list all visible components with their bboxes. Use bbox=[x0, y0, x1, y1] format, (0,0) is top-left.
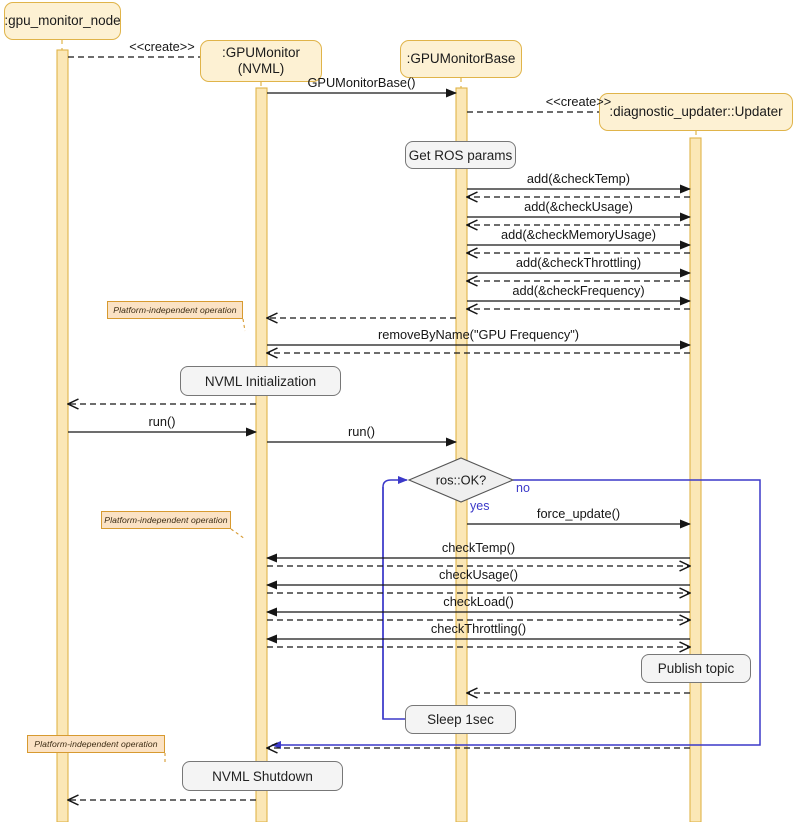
participant-label-base: :GPUMonitorBase bbox=[406, 50, 516, 66]
lifeline-group bbox=[61, 40, 697, 822]
process-box-label-p2: NVML Initialization bbox=[204, 373, 317, 389]
message-label-m12: add(&checkFrequency) bbox=[512, 283, 645, 298]
message-label-m1: <<create>> bbox=[129, 39, 195, 54]
participant-label-updater: :diagnostic_updater::Updater bbox=[609, 103, 783, 119]
activation-bar-nvml bbox=[255, 87, 268, 822]
decision-branch-no: no bbox=[516, 481, 530, 495]
note-anchor-group bbox=[164, 318, 246, 762]
decision-diamond-group bbox=[407, 457, 515, 503]
decision-branch-yes: yes bbox=[470, 499, 490, 513]
message-label-m4: add(&checkTemp) bbox=[526, 171, 631, 186]
process-box-label-p1: Get ROS params bbox=[408, 147, 513, 163]
decision-label: ros::OK? bbox=[435, 472, 487, 488]
activation-bar-base bbox=[455, 87, 468, 822]
process-box-label-p5: NVML Shutdown bbox=[212, 768, 313, 784]
process-box-p3[interactable]: Publish topic bbox=[641, 654, 751, 683]
participant-updater[interactable]: :diagnostic_updater::Updater bbox=[599, 93, 793, 131]
activation-bar-node bbox=[56, 49, 69, 822]
message-label-m6: add(&checkUsage) bbox=[524, 199, 633, 214]
message-label-m25: checkLoad() bbox=[443, 594, 514, 609]
process-box-p1[interactable]: Get ROS params bbox=[405, 141, 516, 169]
participant-nvml[interactable]: :GPUMonitor (NVML) bbox=[200, 40, 322, 82]
message-label-m18: run() bbox=[148, 414, 176, 429]
note-label-n2: Platform-independent operation bbox=[104, 515, 228, 525]
message-label-m15: removeByName("GPU Frequency") bbox=[377, 327, 580, 342]
process-box-p5[interactable]: NVML Shutdown bbox=[182, 761, 343, 791]
message-label-m19: run() bbox=[347, 424, 376, 439]
note-n1: Platform-independent operation bbox=[107, 301, 243, 319]
participant-label-node: :gpu_monitor_node bbox=[4, 12, 121, 28]
participant-node[interactable]: :gpu_monitor_node bbox=[4, 2, 121, 40]
note-n3: Platform-independent operation bbox=[27, 735, 165, 753]
decision-diamond[interactable] bbox=[407, 457, 515, 503]
message-label-m10: add(&checkThrottling) bbox=[515, 255, 642, 270]
message-label-m8: add(&checkMemoryUsage) bbox=[500, 227, 657, 242]
message-label-m3: <<create>> bbox=[545, 94, 612, 109]
message-label-m2: GPUMonitorBase() bbox=[307, 75, 416, 90]
note-label-n1: Platform-independent operation bbox=[113, 305, 237, 315]
process-box-p4[interactable]: Sleep 1sec bbox=[405, 705, 516, 734]
note-anchor-n2 bbox=[230, 528, 246, 540]
activation-bar-group bbox=[56, 49, 702, 822]
note-label-n3: Platform-independent operation bbox=[34, 739, 158, 749]
note-n2: Platform-independent operation bbox=[101, 511, 231, 529]
loop-flow-group bbox=[271, 476, 761, 749]
note-anchor-n1 bbox=[242, 318, 246, 332]
process-box-label-p3: Publish topic bbox=[657, 661, 735, 676]
process-box-label-p4: Sleep 1sec bbox=[427, 712, 494, 727]
participant-label-nvml: :GPUMonitor (NVML) bbox=[221, 44, 301, 76]
message-label-m23: checkUsage() bbox=[439, 567, 518, 582]
loop-back-arrow bbox=[382, 476, 408, 720]
participant-base[interactable]: :GPUMonitorBase bbox=[400, 40, 522, 78]
message-label-m27: checkThrottling() bbox=[430, 621, 527, 636]
message-label-m20: force_update() bbox=[536, 506, 621, 521]
loop-exit-arrow bbox=[271, 479, 761, 749]
process-box-p2[interactable]: NVML Initialization bbox=[180, 366, 341, 396]
message-label-m21: checkTemp() bbox=[441, 540, 516, 555]
